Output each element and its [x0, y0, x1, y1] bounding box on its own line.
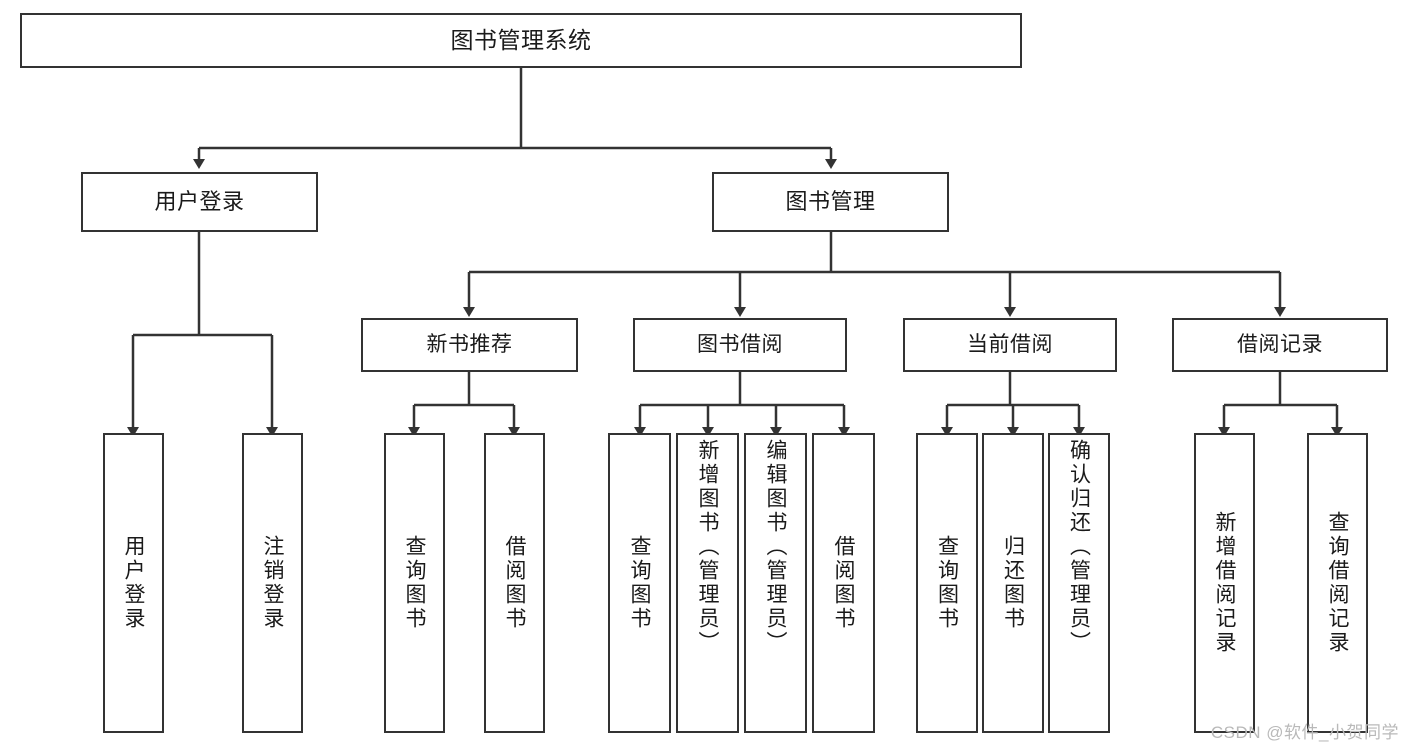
leaf-borrow-add-book-admin[interactable]: 新增图书（管理员）	[676, 433, 739, 733]
node-new-book-recommend[interactable]: 新书推荐	[361, 318, 578, 372]
node-label: 新增图书（管理员）	[696, 439, 719, 655]
node-label: 图书借阅	[697, 333, 783, 357]
leaf-current-confirm-return-admin[interactable]: 确认归还（管理员）	[1048, 433, 1110, 733]
node-user-login[interactable]: 用户登录	[81, 172, 318, 232]
leaf-user-login-logout[interactable]: 注销登录	[242, 433, 303, 733]
node-book-management[interactable]: 图书管理	[712, 172, 949, 232]
node-borrow-records[interactable]: 借阅记录	[1172, 318, 1388, 372]
leaf-recommend-query-book[interactable]: 查询图书	[384, 433, 445, 733]
node-label: 借阅图书	[503, 535, 526, 631]
node-label: 借阅记录	[1237, 333, 1323, 357]
node-label: 归还图书	[1001, 535, 1025, 631]
node-label: 注销登录	[261, 535, 284, 631]
node-current-borrow[interactable]: 当前借阅	[903, 318, 1117, 372]
node-label: 新书推荐	[426, 333, 513, 357]
node-label: 查询图书	[403, 535, 426, 631]
node-label: 图书管理系统	[450, 26, 592, 53]
node-label: 确认归还（管理员）	[1067, 439, 1091, 655]
leaf-records-query-record[interactable]: 查询借阅记录	[1307, 433, 1368, 733]
node-root-system[interactable]: 图书管理系统	[20, 13, 1022, 68]
node-label: 当前借阅	[967, 333, 1053, 357]
node-label: 图书管理	[785, 188, 876, 214]
leaf-borrow-edit-book-admin[interactable]: 编辑图书（管理员）	[744, 433, 807, 733]
node-label: 查询图书	[628, 535, 651, 631]
leaf-borrow-query-book[interactable]: 查询图书	[608, 433, 671, 733]
leaf-records-add-record[interactable]: 新增借阅记录	[1194, 433, 1255, 733]
node-label: 新增借阅记录	[1213, 511, 1236, 655]
leaf-current-return-book[interactable]: 归还图书	[982, 433, 1044, 733]
node-label: 借阅图书	[832, 535, 855, 631]
leaf-recommend-borrow-book[interactable]: 借阅图书	[484, 433, 545, 733]
node-label: 查询借阅记录	[1326, 511, 1349, 655]
node-label: 用户登录	[154, 188, 245, 214]
leaf-current-query-book[interactable]: 查询图书	[916, 433, 978, 733]
node-book-borrow[interactable]: 图书借阅	[633, 318, 847, 372]
node-label: 查询图书	[935, 535, 959, 631]
leaf-user-login-login[interactable]: 用户登录	[103, 433, 164, 733]
node-label: 用户登录	[122, 535, 145, 631]
node-label: 编辑图书（管理员）	[764, 439, 787, 655]
leaf-borrow-borrow-book[interactable]: 借阅图书	[812, 433, 875, 733]
csdn-watermark: CSDN @软件_小贺同学	[1210, 723, 1399, 742]
